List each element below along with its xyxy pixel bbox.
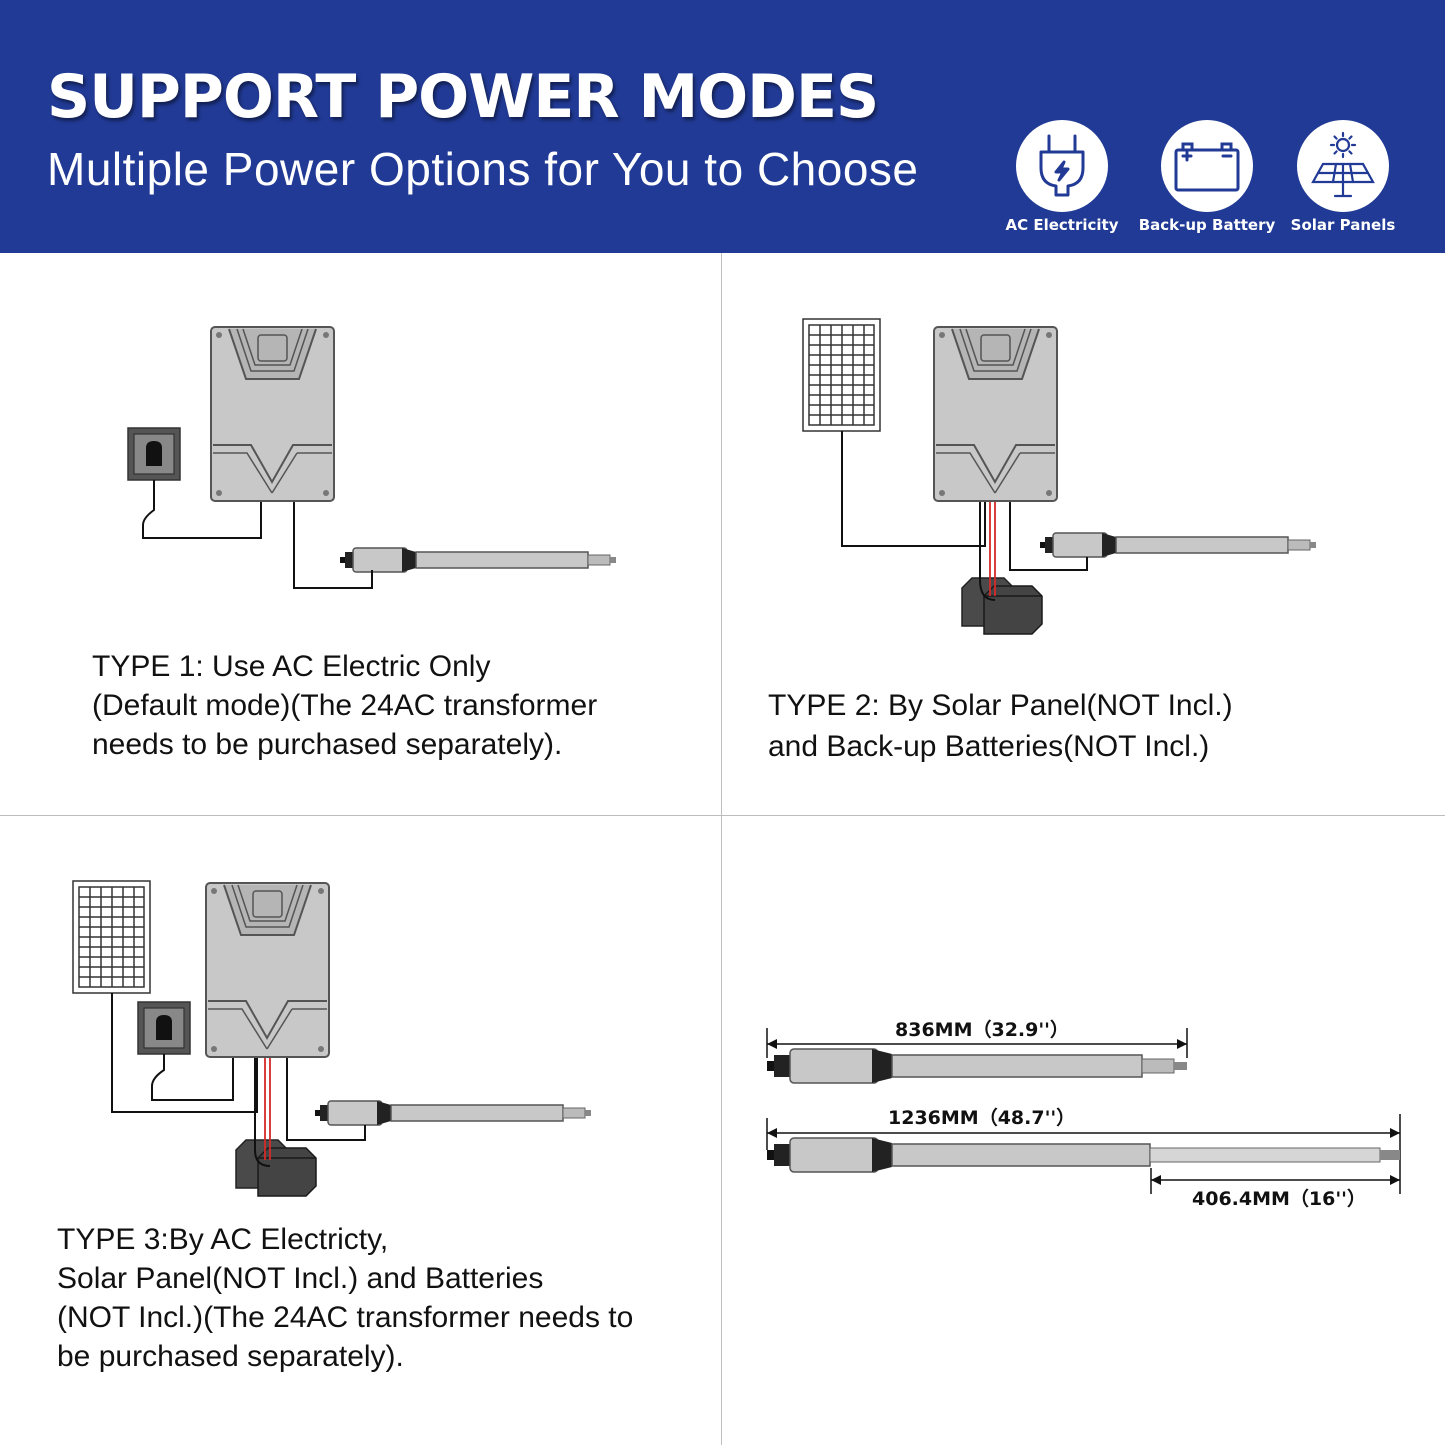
dimension-diagram [766, 1028, 1401, 1194]
type3-caption: TYPE 3:By AC Electricty, Solar Panel(NOT… [57, 1223, 634, 1373]
power-mode-label: Back-up Battery [1138, 216, 1276, 234]
power-mode-label: Solar Panels [1290, 216, 1396, 234]
power-mode-ac: AC Electricity [992, 120, 1132, 240]
horizontal-divider [0, 815, 1445, 816]
extended-length-label: 1236MM（48.7''） [888, 1107, 1076, 1129]
ac-plug-icon [1016, 120, 1108, 212]
power-mode-label: AC Electricity [1005, 216, 1119, 234]
header-banner: SUPPORT POWER MODES Multiple Power Optio… [0, 0, 1445, 253]
power-mode-solar: Solar Panels [1273, 120, 1413, 240]
type3-diagram [72, 880, 592, 1197]
type1-diagram [127, 326, 617, 589]
stroke-length-label: 406.4MM（16''） [1192, 1188, 1366, 1210]
type1-caption: TYPE 1: Use AC Electric Only (Default mo… [92, 650, 598, 761]
battery-icon [1161, 120, 1253, 212]
solar-panel-icon [1297, 120, 1389, 212]
type2-caption: TYPE 2: By Solar Panel(NOT Incl.) and Ba… [768, 689, 1233, 763]
page-subtitle: Multiple Power Options for You to Choose [47, 143, 919, 195]
retracted-length-label: 836MM（32.9''） [895, 1019, 1069, 1041]
type2-diagram [802, 318, 1317, 635]
page-title: SUPPORT POWER MODES [47, 62, 879, 132]
power-mode-battery: Back-up Battery [1137, 120, 1277, 240]
vertical-divider [721, 253, 722, 1445]
